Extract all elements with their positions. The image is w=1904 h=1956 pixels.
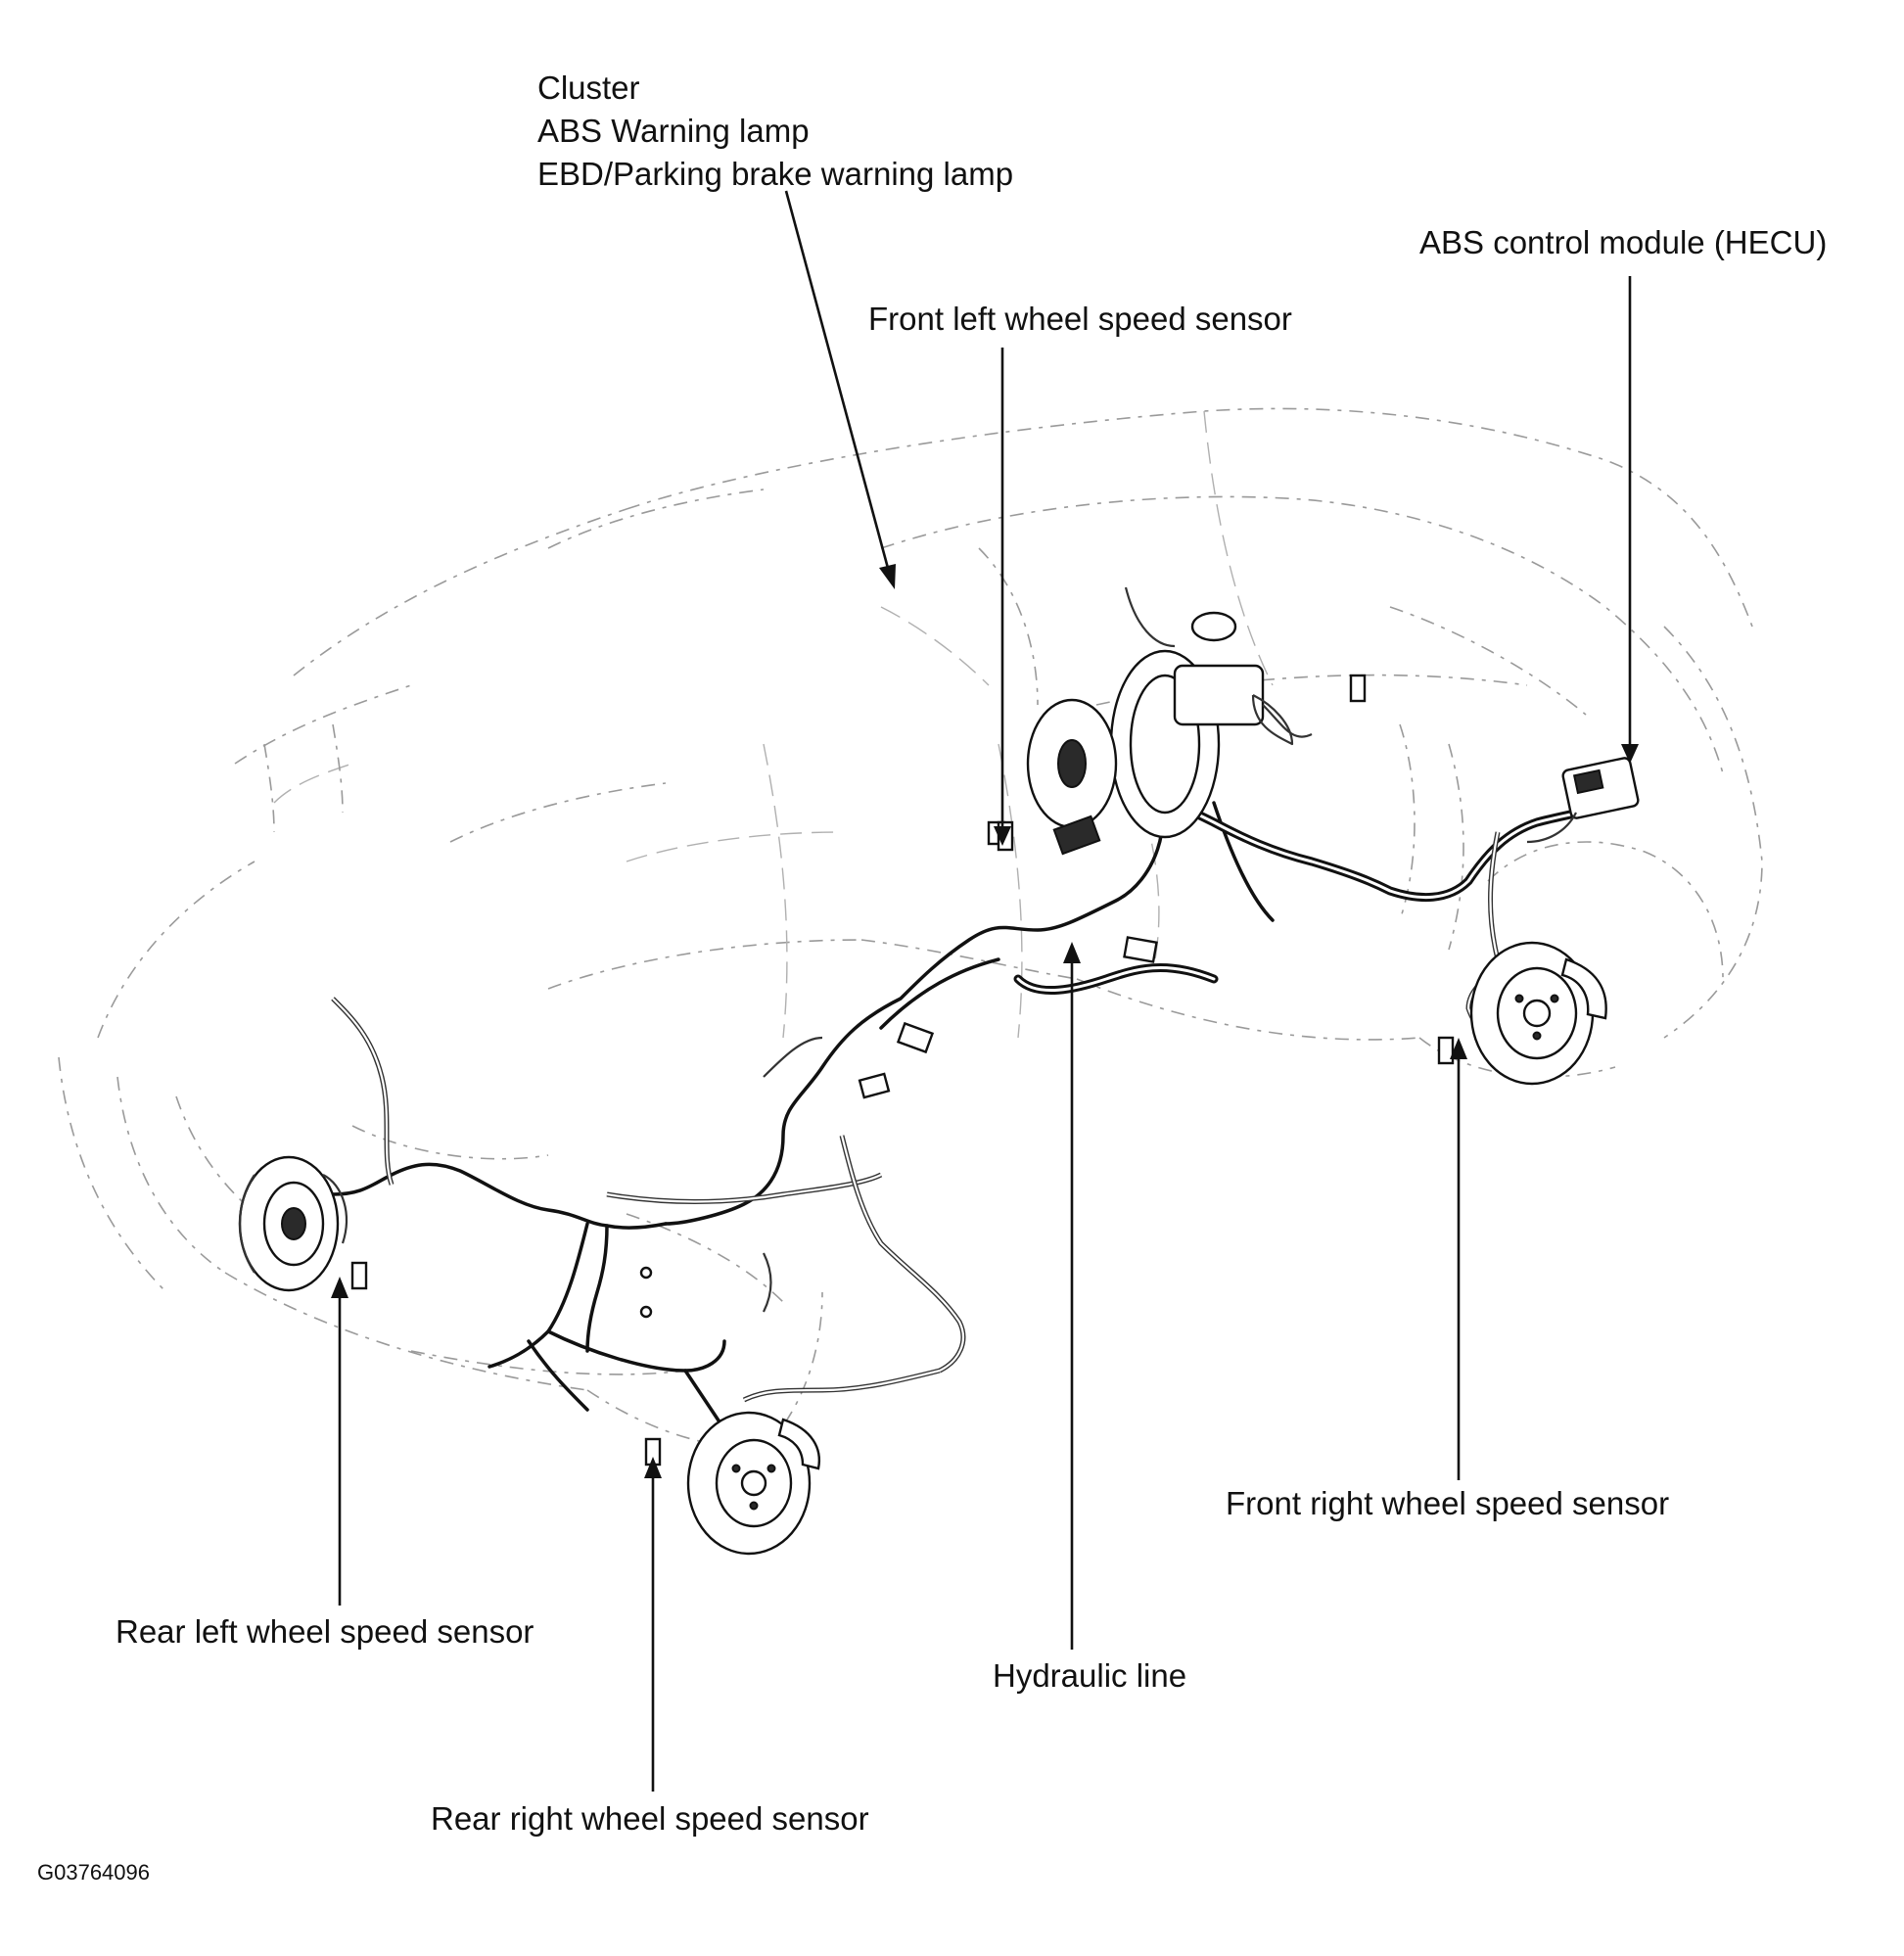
rear-right-wheel: [686, 1411, 821, 1556]
label-abs-warning-lamp: ABS Warning lamp: [537, 113, 810, 149]
sensor-brackets: [350, 674, 1455, 1467]
label-front-right-sensor: Front right wheel speed sensor: [1226, 1485, 1670, 1521]
label-front-left-sensor: Front left wheel speed sensor: [868, 301, 1292, 337]
main-wiring-harness: [1013, 788, 1620, 995]
leader-arrows: [331, 190, 1639, 1792]
parking-brake-components: [639, 820, 1158, 1319]
label-rear-right-sensor: Rear right wheel speed sensor: [431, 1800, 869, 1837]
vehicle-body-outline: [58, 407, 1763, 1450]
label-cluster: Cluster: [537, 70, 640, 106]
label-ebd-parking-lamp: EBD/Parking brake warning lamp: [537, 156, 1014, 192]
label-hydraulic-line: Hydraulic line: [993, 1657, 1187, 1694]
sensor-wiring: [331, 586, 1529, 1403]
brake-booster-assembly: [1026, 611, 1313, 856]
hecu-module: [1526, 757, 1640, 844]
figure-code: G03764096: [37, 1860, 150, 1885]
label-rear-left-sensor: Rear left wheel speed sensor: [116, 1613, 534, 1650]
rear-left-wheel: [238, 1155, 348, 1292]
label-abs-control-module: ABS control module (HECU): [1419, 224, 1828, 260]
front-right-wheel: [1469, 941, 1607, 1086]
